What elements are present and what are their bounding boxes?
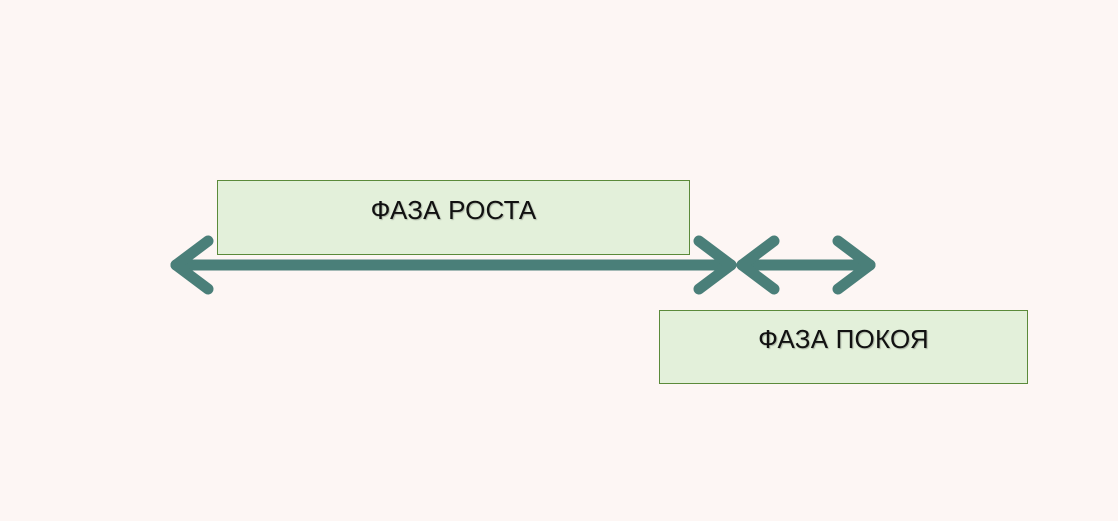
growth-arrow-right-head — [693, 235, 737, 295]
growth-phase-arrow — [170, 235, 737, 295]
growth-phase-box: ФАЗА РОСТА — [217, 180, 690, 255]
rest-phase-label: ФАЗА ПОКОЯ — [758, 323, 929, 354]
growth-arrow-left-head — [170, 235, 214, 295]
rest-arrow-left-head — [736, 235, 780, 295]
rest-phase-box: ФАЗА ПОКОЯ — [659, 310, 1028, 384]
rest-phase-arrow — [736, 235, 876, 295]
rest-arrow-right-head — [832, 235, 876, 295]
growth-phase-label: ФАЗА РОСТА — [370, 195, 537, 225]
